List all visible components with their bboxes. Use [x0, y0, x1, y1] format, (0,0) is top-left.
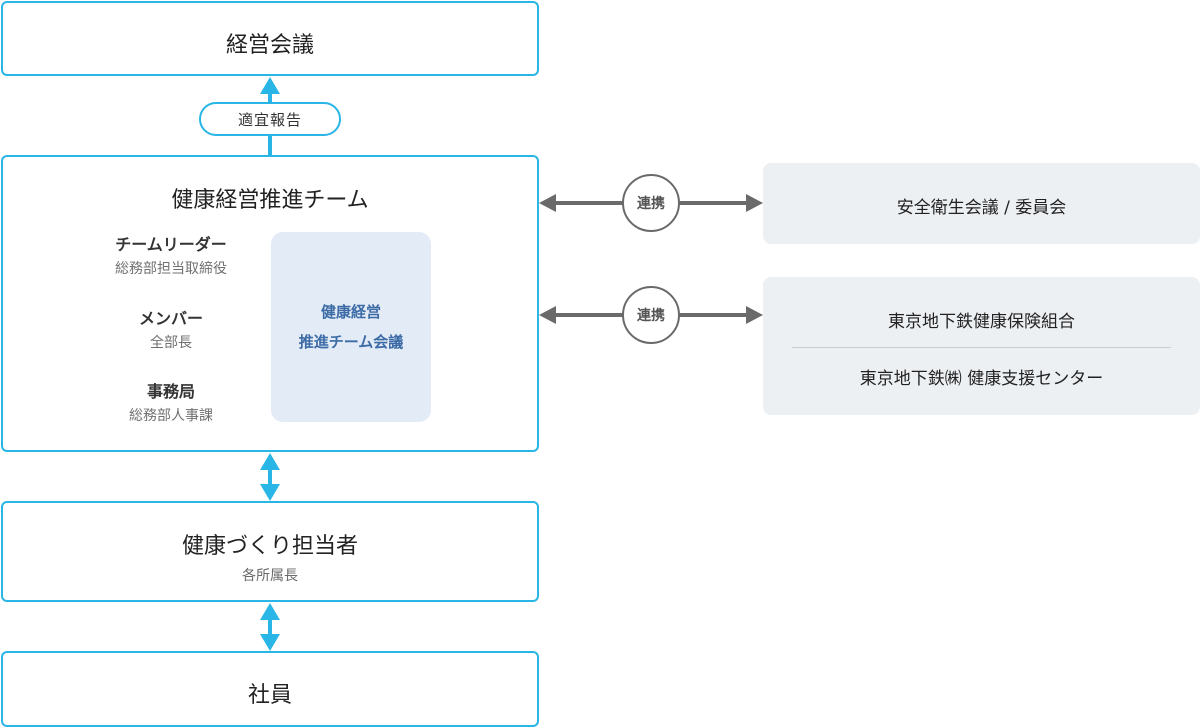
role-leader-name: チームリーダー	[115, 235, 227, 254]
role-office-desc: 総務部人事課	[129, 408, 213, 424]
partner-organizations-box: 東京地下鉄健康保険組合 東京地下鉄㈱ 健康支援センター	[763, 277, 1200, 415]
promotion-team-title: 健康経営推進チーム	[171, 188, 369, 213]
safety-committee-label: 安全衛生会議 / 委員会	[896, 198, 1067, 218]
link-circle-insurance: 連携	[622, 286, 680, 344]
employees-box: 社員	[1, 651, 539, 727]
health-support-center-label: 東京地下鉄㈱ 健康支援センター	[859, 369, 1104, 389]
health-staff-desc: 各所属長	[242, 568, 298, 584]
staff-employee-arrow	[260, 603, 280, 651]
role-leader-desc: 総務部担当取締役	[115, 261, 227, 277]
promotion-team-meeting: 健康経営 推進チーム会議	[271, 232, 431, 422]
role-member-desc: 全部長	[150, 335, 192, 351]
health-staff-box: 健康づくり担当者 各所属長	[1, 501, 539, 602]
employees-label: 社員	[247, 683, 292, 708]
partner-divider	[792, 347, 1171, 348]
meeting-line-1: 健康経営	[320, 303, 381, 321]
role-member-name: メンバー	[138, 309, 203, 328]
promotion-team-box: 健康経営推進チーム	[1, 155, 539, 452]
meeting-line-2: 推進チーム会議	[298, 333, 404, 351]
management-meeting-box: 経営会議	[1, 1, 539, 76]
health-insurance-label: 東京地下鉄健康保険組合	[888, 312, 1075, 332]
role-office-name: 事務局	[146, 382, 195, 401]
link-circle-safety: 連携	[622, 174, 680, 232]
safety-committee-box: 安全衛生会議 / 委員会	[763, 163, 1200, 244]
health-staff-title: 健康づくり担当者	[181, 534, 358, 559]
report-pill: 適宜報告	[199, 102, 341, 136]
team-staff-arrow	[260, 453, 280, 501]
management-meeting-label: 経営会議	[225, 33, 314, 58]
